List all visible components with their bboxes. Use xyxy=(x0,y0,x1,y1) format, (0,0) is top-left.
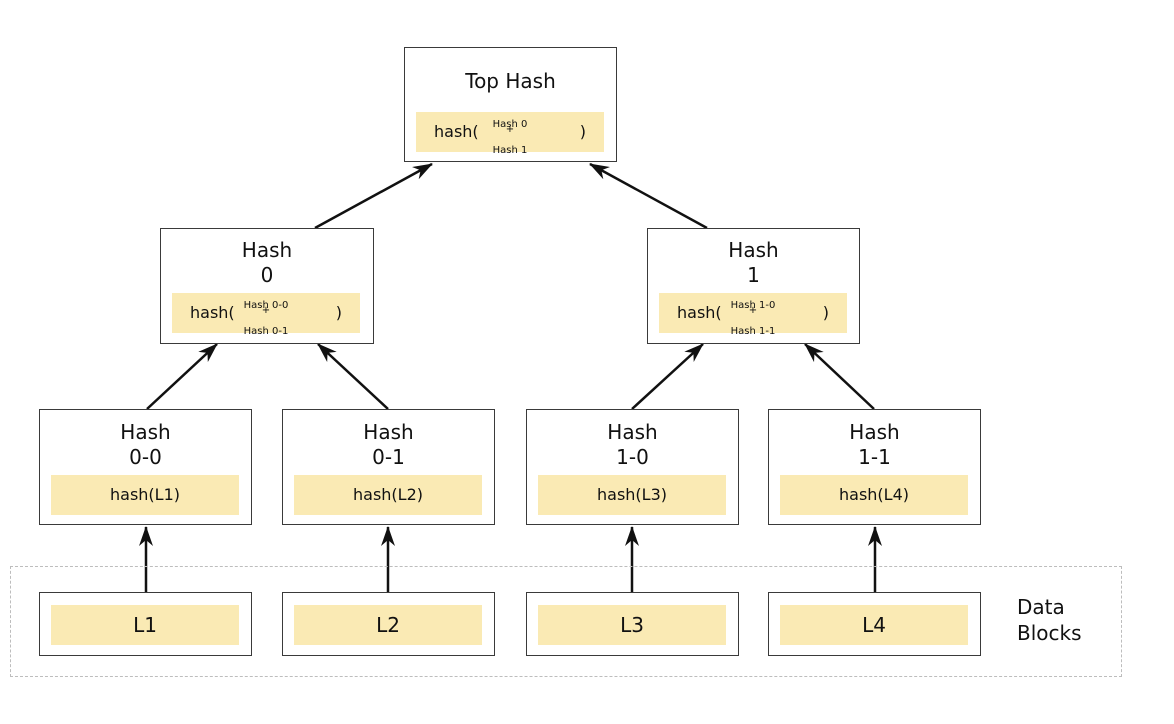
hash-1-node: Hash 1 hash( Hash 1-0 + Hash 1-1 ) xyxy=(647,228,860,344)
edge-hash00-to-hash0 xyxy=(146,343,218,410)
formula-fn-close: ) xyxy=(822,303,829,322)
top-hash-formula: hash( Hash 0 + Hash 1 ) xyxy=(416,112,604,156)
hash-1-formula: hash( Hash 1-0 + Hash 1-1 ) xyxy=(659,293,847,337)
hash-1-0-node: Hash 1-0 hash(L3) xyxy=(526,409,739,525)
formula-fn-open: hash( xyxy=(434,122,479,141)
hash-1-title: Hash 1 xyxy=(728,238,779,287)
hash-0-1-title: Hash 0-1 xyxy=(363,420,414,469)
formula-top-term: Hash 0-0 xyxy=(243,300,289,311)
data-block-l2-label: L2 xyxy=(294,605,482,645)
formula-bottom-term: Hash 1-1 xyxy=(730,326,776,337)
hash-0-0-node: Hash 0-0 hash(L1) xyxy=(39,409,252,525)
hash-1-1-title: Hash 1-1 xyxy=(849,420,900,469)
formula-fn-close: ) xyxy=(579,122,586,141)
hash-0-0-title: Hash 0-0 xyxy=(120,420,171,469)
data-block-l1: L1 xyxy=(39,592,252,656)
formula-fn-close: ) xyxy=(335,303,342,322)
formula-bottom-term: Hash 0-1 xyxy=(243,326,289,337)
formula-terms: Hash 1-0 + Hash 1-1 xyxy=(730,300,776,337)
formula-terms: Hash 0-0 + Hash 0-1 xyxy=(243,300,289,337)
data-block-l4-label: L4 xyxy=(780,605,968,645)
edge-hash1-to-top xyxy=(589,162,708,230)
hash-1-0-formula: hash(L3) xyxy=(538,475,726,515)
data-blocks-region xyxy=(10,566,1122,677)
edge-hash11-to-hash1 xyxy=(804,343,875,410)
formula-fn-open: hash( xyxy=(190,303,235,322)
formula-top-term: Hash 1-0 xyxy=(730,300,776,311)
data-block-l2: L2 xyxy=(282,592,495,656)
hash-0-1-formula: hash(L2) xyxy=(294,475,482,515)
formula-top-term: Hash 0 xyxy=(492,119,528,130)
data-block-l4: L4 xyxy=(768,592,981,656)
data-block-l3-label: L3 xyxy=(538,605,726,645)
hash-1-1-node: Hash 1-1 hash(L4) xyxy=(768,409,981,525)
data-blocks-label: Data Blocks xyxy=(1017,595,1082,645)
hash-0-title: Hash 0 xyxy=(241,238,293,287)
data-block-l1-label: L1 xyxy=(51,605,239,645)
hash-1-0-title: Hash 1-0 xyxy=(607,420,658,469)
hash-0-0-formula: hash(L1) xyxy=(51,475,239,515)
hash-0-formula: hash( Hash 0-0 + Hash 0-1 ) xyxy=(172,293,360,337)
formula-fn-open: hash( xyxy=(677,303,722,322)
top-hash-title: Top Hash xyxy=(465,69,556,93)
hash-0-1-node: Hash 0-1 hash(L2) xyxy=(282,409,495,525)
formula-terms: Hash 0 + Hash 1 xyxy=(492,119,528,156)
edge-hash10-to-hash1 xyxy=(631,343,704,410)
hash-0-node: Hash 0 hash( Hash 0-0 + Hash 0-1 ) xyxy=(160,228,374,344)
data-block-l3: L3 xyxy=(526,592,739,656)
hash-1-1-formula: hash(L4) xyxy=(780,475,968,515)
formula-bottom-term: Hash 1 xyxy=(492,145,528,156)
top-hash-node: Top Hash hash( Hash 0 + Hash 1 ) xyxy=(404,47,617,162)
edge-hash01-to-hash0 xyxy=(317,343,389,410)
edge-hash0-to-top xyxy=(314,162,433,230)
